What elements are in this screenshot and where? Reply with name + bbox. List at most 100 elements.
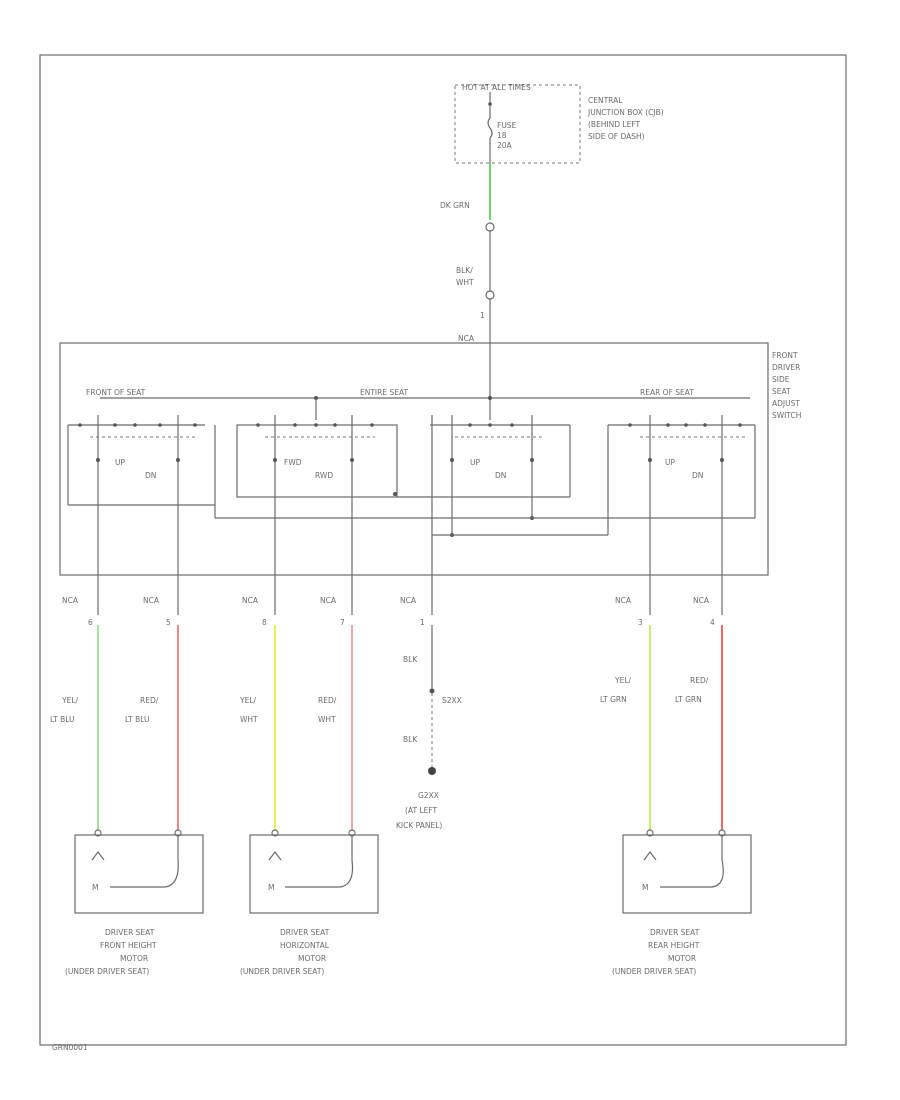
wire3-color-2: WHT [240, 715, 258, 724]
switch-rear-height: UP DN [607, 415, 756, 590]
switch-entire-seat: UP DN [397, 415, 571, 590]
wire-labels: NCA NCA NCA NCA NCA NCA NCA 6 5 8 7 1 3 … [50, 596, 715, 724]
wire1-color-2: LT BLU [50, 715, 75, 724]
wire2-color-1: RED/ [140, 696, 159, 705]
motor-horizontal: M DRIVER SEAT HORIZONTAL MOTOR (UNDER DR… [240, 829, 379, 976]
switch-label-6: SWITCH [772, 411, 801, 420]
motor1-terminal-icon [91, 851, 105, 861]
fuse-box: HOT AT ALL TIMES FUSE 18 20A CENTRAL JUN… [454, 83, 664, 164]
sw3-dn: DN [495, 471, 506, 480]
motor1-label-4: (UNDER DRIVER SEAT) [65, 967, 149, 976]
sw2-rwd: RWD [315, 471, 333, 480]
sw3-up: UP [470, 458, 480, 467]
fuse-amperage: 20A [497, 141, 513, 150]
bus-junction-feed [488, 396, 492, 400]
wire2-color-2: LT BLU [125, 715, 150, 724]
motor2-label-3: MOTOR [298, 954, 326, 963]
switch-label-5: ADJUST [772, 399, 800, 408]
switch-horizontal: FWD RWD [236, 415, 398, 590]
nca-1: NCA [62, 596, 79, 605]
fuse-location-2: JUNCTION BOX (CJB) [587, 108, 664, 117]
ground-wire2-label: BLK [403, 735, 418, 744]
dk-grn-label: DK GRN [440, 201, 470, 210]
nca-7: NCA [693, 596, 710, 605]
ground-circuit: BLK S2XX BLK G2XX (AT LEFT KICK PANEL) [396, 625, 462, 830]
pin-1: 6 [88, 618, 93, 627]
sw1-dn: DN [145, 471, 156, 480]
nca-4: NCA [320, 596, 337, 605]
sw4-dn: DN [692, 471, 703, 480]
wire3-color-1: YEL/ [239, 696, 256, 705]
connector-2 [485, 290, 495, 300]
blk-wht-label-2: WHT [456, 278, 474, 287]
fuse-location-4: SIDE OF DASH) [588, 132, 645, 141]
nca-5: NCA [400, 596, 417, 605]
group-entire-label: ENTIRE SEAT [360, 388, 409, 397]
ground-label-1: G2XX [418, 791, 439, 800]
switch-front-height: UP DN [67, 415, 216, 590]
fuse-location-1: CENTRAL [588, 96, 623, 105]
fuse-number: 18 [497, 131, 507, 140]
sw1-up: UP [115, 458, 125, 467]
motor1-m: M [92, 883, 98, 892]
motor-rear-height: M DRIVER SEAT REAR HEIGHT MOTOR (UNDER D… [612, 829, 752, 976]
ground-label-2: (AT LEFT [405, 806, 438, 815]
switch-label-4: SEAT [772, 387, 791, 396]
motor3-label-4: (UNDER DRIVER SEAT) [612, 967, 696, 976]
group-rear-label: REAR OF SEAT [640, 388, 694, 397]
switch-label-2: DRIVER [772, 363, 800, 372]
motor3-m: M [642, 883, 648, 892]
ground-icon [428, 767, 436, 775]
fuse-terminal [488, 102, 492, 106]
motor2-label-2: HORIZONTAL [280, 941, 330, 950]
motor2-m: M [268, 883, 274, 892]
wire5-color-2: LT GRN [600, 695, 627, 704]
switch-label-1: FRONT [772, 351, 798, 360]
ground-label-3: KICK PANEL) [396, 821, 442, 830]
motor3-label-3: MOTOR [668, 954, 696, 963]
main-feed: DK GRN BLK/ WHT 1 NCA [440, 163, 495, 420]
footer-code: GRN0001 [52, 1043, 88, 1052]
motor1-label-2: FRONT HEIGHT [100, 941, 157, 950]
connector-pin: 1 [480, 311, 485, 320]
fuse-box-outline [454, 84, 581, 164]
pin-7: 4 [710, 618, 715, 627]
wire6-color-2: LT GRN [675, 695, 702, 704]
pin-4: 7 [340, 618, 345, 627]
motor1-label-3: MOTOR [120, 954, 148, 963]
group-front-label: FRONT OF SEAT [86, 388, 146, 397]
nca-3: NCA [242, 596, 259, 605]
motor3-label-1: DRIVER SEAT [650, 928, 700, 937]
motor1-label-1: DRIVER SEAT [105, 928, 155, 937]
fuse-icon [487, 117, 493, 139]
harness-gray [97, 590, 723, 615]
wire6-color-1: RED/ [690, 676, 709, 685]
nca-top: NCA [458, 334, 475, 343]
motor3-label-2: REAR HEIGHT [648, 941, 700, 950]
pin-6: 3 [638, 618, 643, 627]
wire4-color-2: WHT [318, 715, 336, 724]
ground-wire1-label: BLK [403, 655, 418, 664]
switch-label-3: SIDE [772, 375, 790, 384]
fuse-location-3: (BEHIND LEFT [588, 120, 641, 129]
pin-2: 5 [166, 618, 171, 627]
wire1-color-1: YEL/ [61, 696, 78, 705]
splice-label: S2XX [442, 696, 462, 705]
motor-front-height: M DRIVER SEAT FRONT HEIGHT MOTOR (UNDER … [65, 829, 204, 976]
blk-wht-label-1: BLK/ [456, 266, 473, 275]
motor3-terminal-icon [643, 851, 657, 861]
wire5-color-1: YEL/ [614, 676, 631, 685]
fuse-name: FUSE [497, 121, 517, 130]
switch-block-outline [59, 342, 769, 576]
fuse-box-title: HOT AT ALL TIMES [462, 83, 531, 92]
colored-wires [97, 625, 723, 830]
motor2-terminal-icon [268, 851, 282, 861]
sw4-up: UP [665, 458, 675, 467]
wire4-color-1: RED/ [318, 696, 337, 705]
pin-3: 8 [262, 618, 267, 627]
diagram-border [39, 54, 847, 1046]
pin-5: 1 [420, 618, 425, 627]
nca-2: NCA [143, 596, 160, 605]
seat-adjust-switch: FRONT DRIVER SIDE SEAT ADJUST SWITCH FRO… [59, 342, 801, 590]
